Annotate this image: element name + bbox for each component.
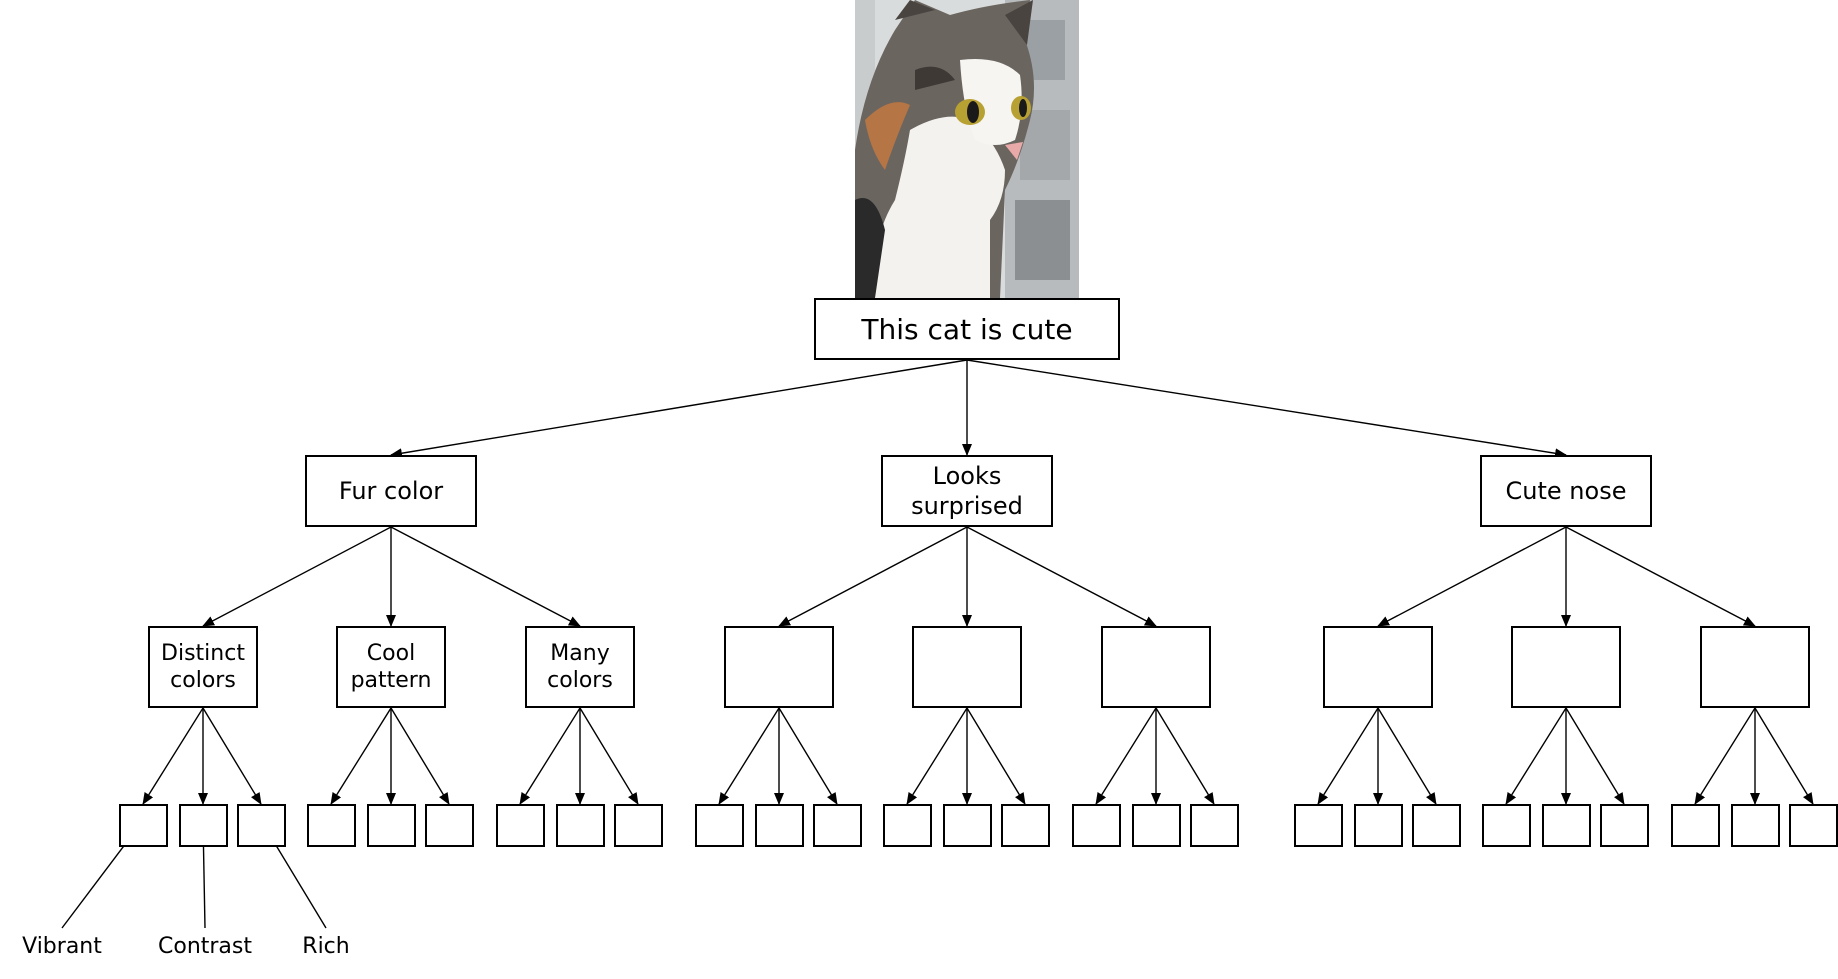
edge-level2-to-leaf [1754, 707, 1814, 805]
leaf-node [613, 804, 663, 847]
edge-level2-to-leaf [718, 707, 780, 805]
edge-level2-to-leaf [1565, 707, 1625, 805]
edge-level2-to-leaf [390, 707, 450, 805]
cat-photo [855, 0, 1079, 298]
leaf-node [694, 804, 744, 847]
leaf-node [882, 804, 932, 847]
edge-level1-to-level2 [1565, 526, 1756, 627]
edge-level2-to-leaf [579, 707, 639, 805]
edge-level2-to-leaf [778, 707, 838, 805]
leaf-node [812, 804, 862, 847]
leaf-node [1670, 804, 1720, 847]
leaf-node [178, 804, 228, 847]
leaf-node [1788, 804, 1838, 847]
leaf-node [424, 804, 474, 847]
edge-level2-to-leaf [1377, 707, 1437, 805]
leaf-node [555, 804, 605, 847]
leaf-node [1071, 804, 1121, 847]
level1-node: Looks surprised [881, 455, 1053, 527]
level2-node: Distinct colors [148, 626, 258, 708]
leaf-node [366, 804, 416, 847]
level2-node [1101, 626, 1211, 708]
leaf-node [1541, 804, 1591, 847]
edge-level2-to-leaf [1505, 707, 1567, 805]
level2-node: Cool pattern [336, 626, 446, 708]
edge-level2-to-leaf [330, 707, 392, 805]
leaf-annotation: Rich [302, 934, 350, 959]
edge-root-to-level1 [966, 359, 1567, 459]
edge-level2-to-leaf [142, 707, 204, 805]
level2-node [1700, 626, 1810, 708]
level1-node: Fur color [305, 455, 477, 527]
level2-node [1323, 626, 1433, 708]
leaf-node [1353, 804, 1403, 847]
leaf-node [754, 804, 804, 847]
leaf-annotation: Contrast [157, 934, 253, 959]
leaf-node [1411, 804, 1461, 847]
level1-node: Cute nose [1480, 455, 1652, 527]
leaf-node [1000, 804, 1050, 847]
edge-level1-to-level2 [966, 526, 1157, 627]
leaf-node [1599, 804, 1649, 847]
leaf-annotation: Vibrant [22, 934, 102, 959]
edge-level2-to-leaf [906, 707, 968, 805]
edge-level2-to-leaf [1095, 707, 1157, 805]
leaf-node [1131, 804, 1181, 847]
edge-level2-to-leaf [202, 707, 262, 805]
edge-level1-to-level2 [202, 526, 392, 627]
edge-level1-to-level2 [778, 526, 968, 627]
leaf-node [306, 804, 356, 847]
root-node: This cat is cute [814, 298, 1120, 360]
level2-node [912, 626, 1022, 708]
level2-node [724, 626, 834, 708]
edge-level2-to-leaf [519, 707, 581, 805]
leaf-node [495, 804, 545, 847]
level2-node [1511, 626, 1621, 708]
level2-node: Many colors [525, 626, 635, 708]
edge-level2-to-leaf [1155, 707, 1215, 805]
leaf-node [1481, 804, 1531, 847]
edge-level2-to-leaf [966, 707, 1026, 805]
leaf-node [942, 804, 992, 847]
edge-level1-to-level2 [390, 526, 581, 627]
edge-root-to-level1 [390, 359, 968, 459]
edge-level2-to-leaf [1317, 707, 1379, 805]
leaf-node [1293, 804, 1343, 847]
leaf-node [118, 804, 168, 847]
leaf-node [1730, 804, 1780, 847]
edge-level1-to-level2 [1377, 526, 1567, 627]
leaf-node [236, 804, 286, 847]
edge-level2-to-leaf [1694, 707, 1756, 805]
leaf-node [1189, 804, 1239, 847]
